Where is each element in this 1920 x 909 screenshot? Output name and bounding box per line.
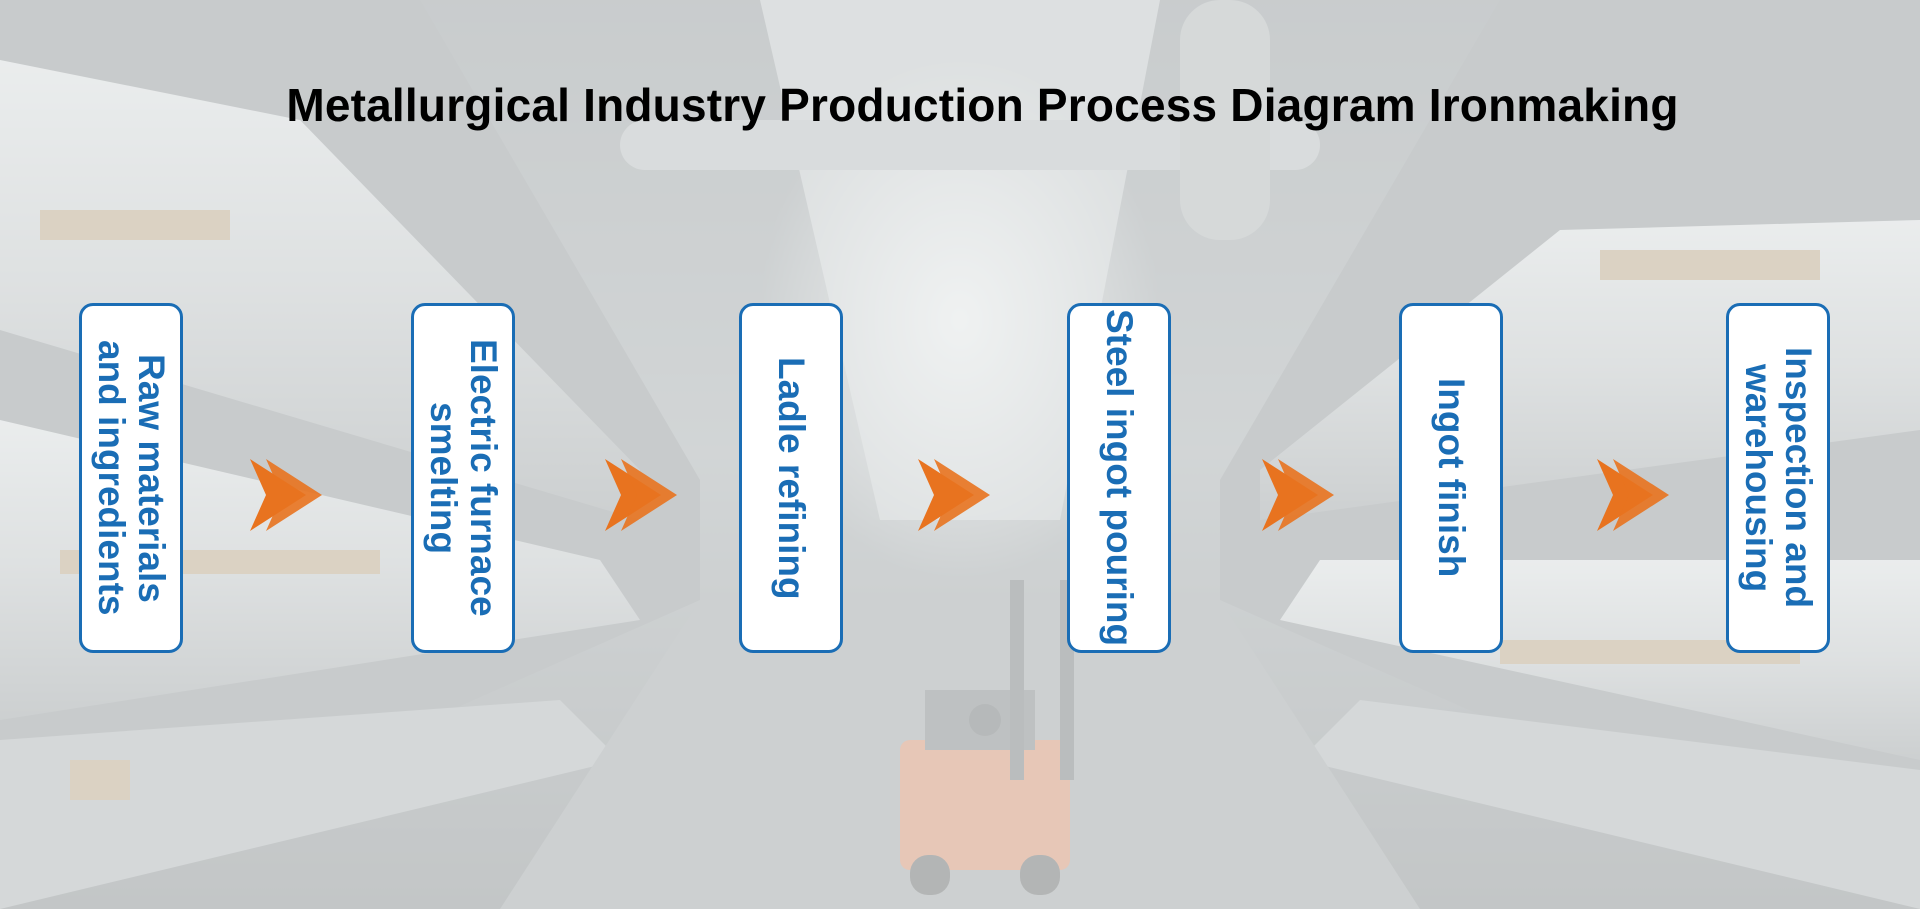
double-chevron-right-icon: [1591, 455, 1671, 535]
page-title: Metallurgical Industry Production Proces…: [286, 79, 1679, 131]
step-label: Electric furnace smelting: [423, 339, 504, 617]
step-steel-ingot-pouring: Steel ingot pouring: [1067, 303, 1171, 653]
step-electric-furnace-smelting: Electric furnace smelting: [411, 303, 515, 653]
step-raw-materials: Raw materials and ingredients: [79, 303, 183, 653]
step-ingot-finish: Ingot finish: [1399, 303, 1503, 653]
step-label: Ingot finish: [1430, 378, 1472, 578]
step-ladle-refining: Ladle refining: [739, 303, 843, 653]
step-label: Inspection and warehousing: [1738, 347, 1819, 609]
double-chevron-right-icon: [599, 455, 679, 535]
step-inspection-warehousing: Inspection and warehousing: [1726, 303, 1830, 653]
step-label: Steel ingot pouring: [1098, 309, 1140, 647]
step-label: Ladle refining: [770, 356, 812, 600]
step-label: Raw materials and ingredients: [91, 340, 172, 616]
double-chevron-right-icon: [244, 455, 324, 535]
double-chevron-right-icon: [912, 455, 992, 535]
double-chevron-right-icon: [1256, 455, 1336, 535]
